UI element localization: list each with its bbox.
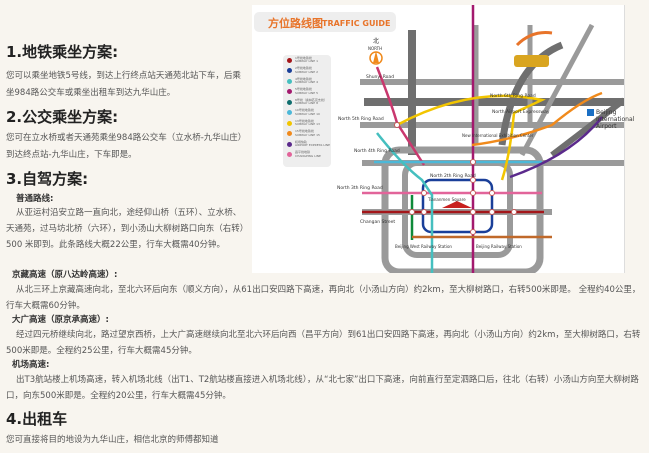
subway-lines <box>362 5 603 273</box>
label-exhibition: New International Exhibition Center <box>462 133 534 138</box>
route-daguang-text: 经过四元桥继续向北，路过望京西桥，上大广高速继续向北至北六环后向西（昌平方向）到… <box>6 330 641 356</box>
route-normal-text: 从亚运村沿安立路一直向北，途经仰山桥（五环）、立水桥、天通苑，过马坊北桥（六环）… <box>6 208 245 250</box>
legend-dot <box>287 131 292 137</box>
route-airport-title: 机场高速: <box>12 360 50 370</box>
map-title-box <box>254 12 396 32</box>
legend-dot <box>287 110 292 116</box>
legend-dot <box>287 57 292 63</box>
label-north-4th: North 4th Ring Road <box>354 148 400 154</box>
label-tiananmen: Tiananmen Square <box>427 197 466 202</box>
route-daguang-title: 大广高速（原京承高速）: <box>12 315 109 325</box>
section-title-taxi: 4.出租车 <box>6 410 68 428</box>
label-north-5th: North 5th Ring Road <box>338 116 384 122</box>
section-title-bus: 2.公交乘坐方案: <box>6 108 119 126</box>
map-title-cn: 方位路线图 <box>268 16 323 30</box>
traffic-map: 方位路线图 TRAFFIC GUIDE 北 NORTH <box>252 5 634 273</box>
route-jingzang-title: 京藏高速（原八达岭高速）: <box>12 270 118 280</box>
legend-dot <box>287 141 292 147</box>
north-cn: 北 <box>373 37 379 45</box>
label-railway-station: Beijing Railway Station <box>476 244 522 249</box>
legend-dot <box>287 99 292 105</box>
legend-dot <box>287 78 292 84</box>
route-jingzang-text: 从北三环上京藏高速向北，至北六环后向东（顺义方向），从61出口安四路下高速，再向… <box>6 285 641 311</box>
map-title-en: TRAFFIC GUIDE <box>322 19 391 28</box>
label-west-station: Beijing West Railway Station <box>395 244 452 249</box>
section-title-subway: 1.地铁乘坐方案: <box>6 43 119 61</box>
label-north-6th: North 6th Ring Road <box>490 93 536 99</box>
north-en: NORTH <box>368 46 382 51</box>
north-arrow-icon <box>369 51 383 65</box>
legend-item: 8号线（奥林匹克支线）SUBWAY LINE 8 <box>283 97 331 108</box>
label-north-3th: North 3th Ring Road <box>337 185 383 191</box>
label-changan: Changan Street <box>360 219 395 225</box>
taxi-text: 您可直接将目的地设为九华山庄，相信北京的师傅都知道 <box>6 435 219 445</box>
label-shunyi-road: Shunyi Road <box>366 74 394 80</box>
map-graphic: 方位路线图 TRAFFIC GUIDE 北 NORTH <box>254 5 624 273</box>
legend-dot <box>287 89 292 95</box>
subway-text: 您可以乘坐地铁5号线，到达上行终点站天通苑北站下车，后乘坐984路公交车或乘坐出… <box>6 71 241 98</box>
route-normal-title: 普通路线: <box>16 194 54 204</box>
stations <box>394 122 517 235</box>
tiananmen-icon <box>442 201 472 208</box>
legend-dot <box>287 68 292 74</box>
label-airport-expressway: North Airport Expressway <box>492 109 550 115</box>
label-airport: Beijing International Airport <box>596 109 635 130</box>
resort-logo <box>514 31 553 67</box>
legend-dot <box>287 120 292 126</box>
bus-text: 您可在立水桥或者天通苑乘坐984路公交车（立水桥-九华山庄）到达终点站-九华山庄… <box>6 133 243 160</box>
legend-dot <box>287 152 292 158</box>
route-airport-text: 出T3航站楼上机场高速，转入机场北线（出T1、T2航站楼直接进入机场北线），从“… <box>6 375 639 401</box>
legend-label: 8号线（奥林匹克支线）SUBWAY LINE 8 <box>295 97 327 106</box>
section-title-drive: 3.自驾方案: <box>6 170 89 188</box>
label-north-2th: North 2th Ring Road <box>430 173 476 179</box>
airport-icon <box>587 109 594 116</box>
